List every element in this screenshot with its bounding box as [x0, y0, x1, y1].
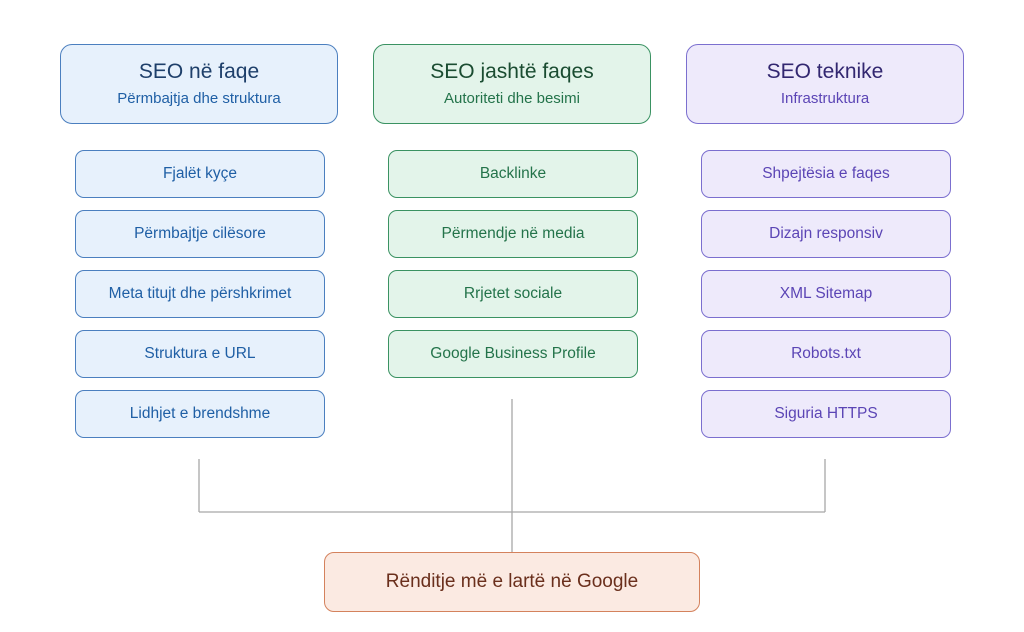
header-technical-seo: SEO teknike Infrastruktura — [686, 44, 964, 124]
header-title: SEO jashtë faqes — [430, 60, 594, 83]
on-page-item-keywords: Fjalët kyçe — [75, 150, 325, 198]
on-page-item-url-structure: Struktura e URL — [75, 330, 325, 378]
header-subtitle: Autoriteti dhe besimi — [444, 90, 580, 107]
on-page-item-meta-titles: Meta titujt dhe përshkrimet — [75, 270, 325, 318]
off-page-item-google-business-profile: Google Business Profile — [388, 330, 638, 378]
technical-item-page-speed: Shpejtësia e faqes — [701, 150, 951, 198]
header-title: SEO teknike — [766, 60, 884, 83]
on-page-item-internal-links: Lidhjet e brendshme — [75, 390, 325, 438]
header-subtitle: Infrastruktura — [780, 90, 870, 107]
technical-item-robots-txt: Robots.txt — [701, 330, 951, 378]
on-page-item-quality-content: Përmbajtje cilësore — [75, 210, 325, 258]
result-box-higher-ranking: Rënditje më e lartë në Google — [324, 552, 700, 612]
technical-item-xml-sitemap: XML Sitemap — [701, 270, 951, 318]
header-subtitle: Përmbajtja dhe struktura — [117, 90, 281, 107]
header-title: SEO në faqe — [138, 60, 260, 83]
off-page-item-media-mentions: Përmendje në media — [388, 210, 638, 258]
technical-item-https-security: Siguria HTTPS — [701, 390, 951, 438]
off-page-item-backlinks: Backlinke — [388, 150, 638, 198]
off-page-item-social-networks: Rrjetet sociale — [388, 270, 638, 318]
header-on-page-seo: SEO në faqe Përmbajtja dhe struktura — [60, 44, 338, 124]
header-off-page-seo: SEO jashtë faqes Autoriteti dhe besimi — [373, 44, 651, 124]
technical-item-responsive-design: Dizajn responsiv — [701, 210, 951, 258]
